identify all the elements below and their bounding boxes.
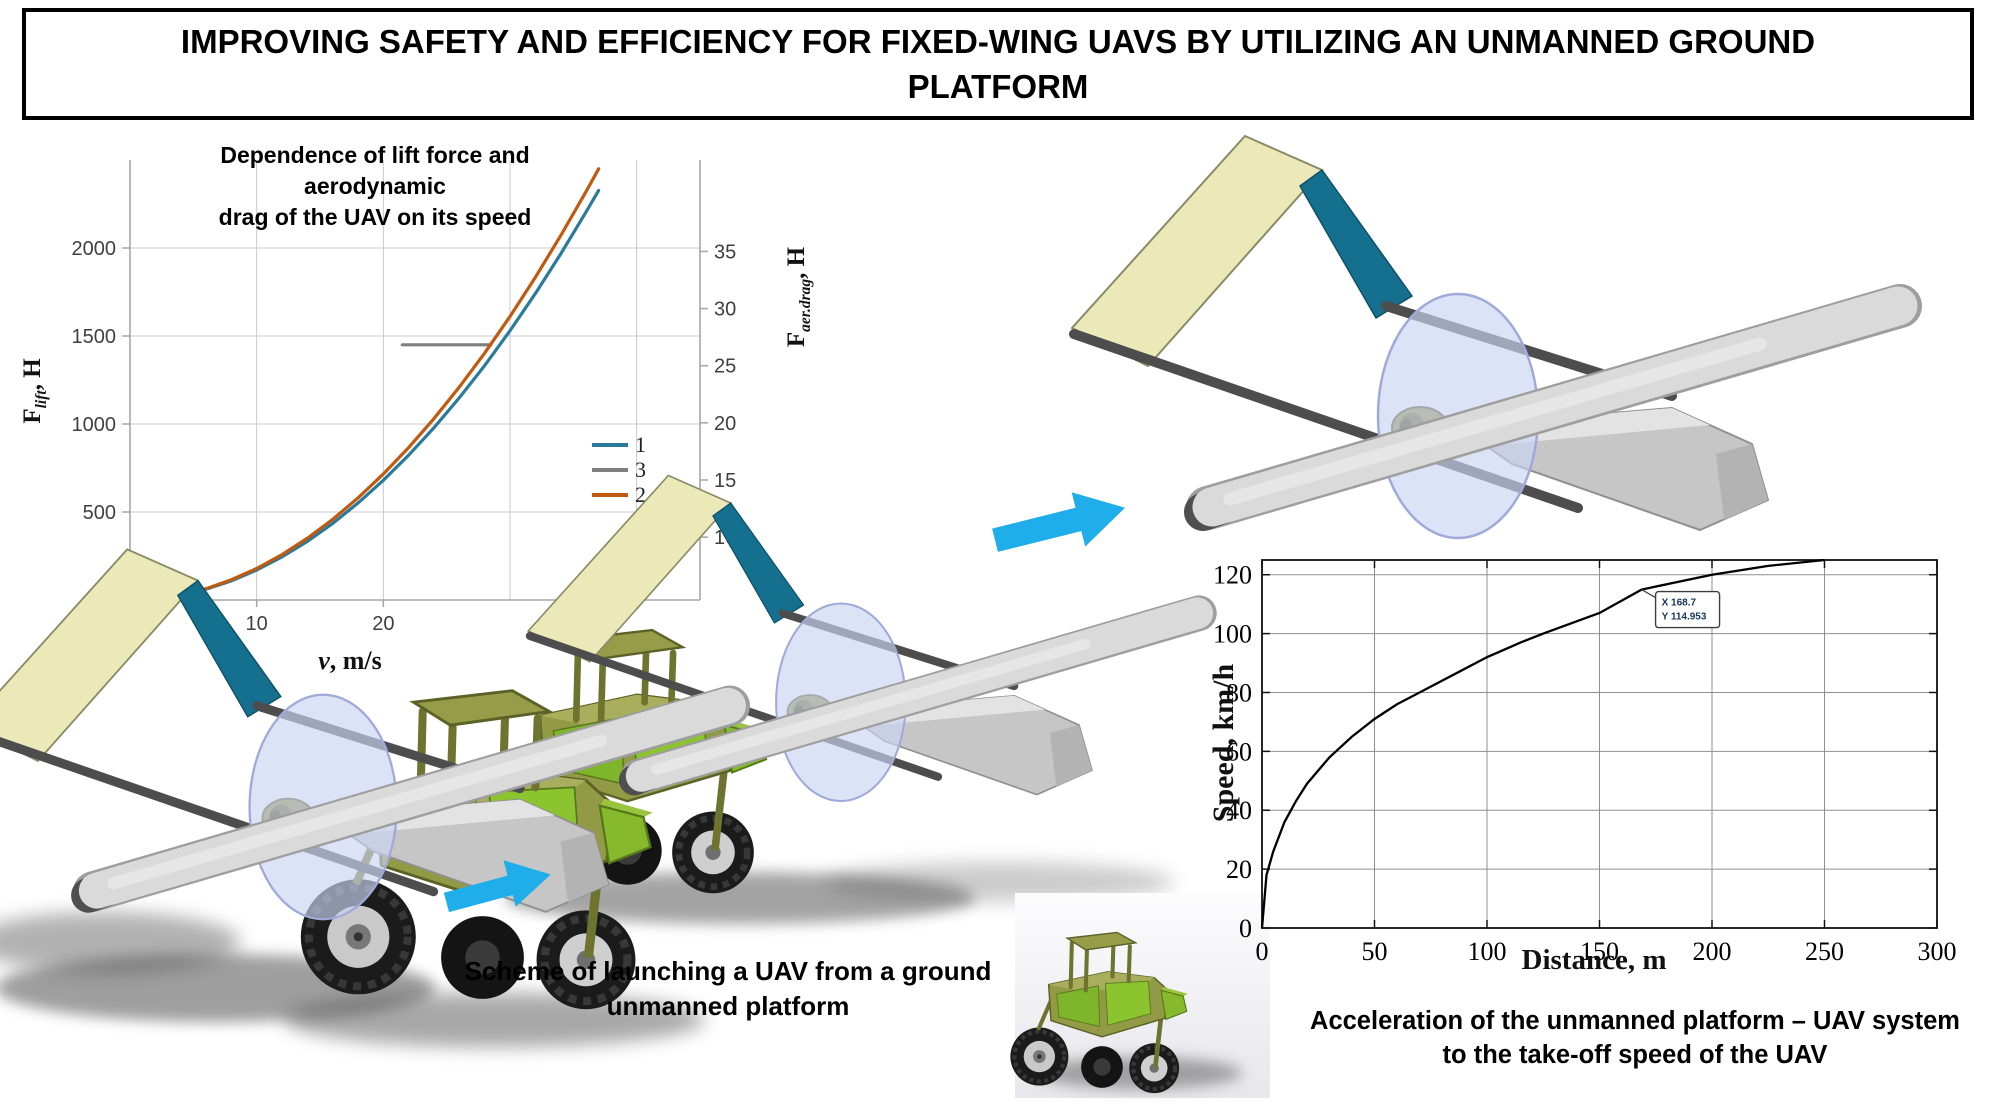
- datatip-anchor: [1641, 589, 1656, 599]
- x-tick-label: 100: [1468, 937, 1507, 966]
- lift-chart-x-label: v, m/s: [318, 646, 382, 675]
- datatip-line: X 168.7: [1662, 598, 1697, 609]
- lift-chart-y-left-label: Flift, H: [19, 358, 50, 424]
- uav-on-platform-render-left: [0, 540, 810, 1047]
- y-tick-label: 120: [1213, 561, 1252, 590]
- y2-tick-label: 15: [714, 470, 736, 492]
- y-tick-label: 40: [1226, 796, 1252, 825]
- y-tick-label: 1000: [72, 414, 117, 436]
- lift-chart-y-right-label: Faer.drag, H: [783, 246, 814, 348]
- legend-label: 1: [635, 431, 646, 457]
- datatip[interactable]: X 168.7 Y 114.953: [1641, 589, 1721, 629]
- legend-label: 3: [635, 456, 646, 482]
- y2-tick-label: 20: [714, 413, 736, 435]
- legend-swatch: [592, 492, 628, 497]
- x-tick-label: 150: [1580, 937, 1619, 966]
- y2-tick-label: 25: [714, 356, 736, 378]
- x-tick-label: 0: [1256, 937, 1269, 966]
- legend-item-2: 2: [592, 482, 702, 507]
- series-2: [128, 167, 601, 602]
- y-tick-label: 500: [83, 502, 116, 524]
- legend-item-3: 3: [592, 457, 702, 482]
- x-tick-label: 20: [372, 613, 394, 635]
- datatip-line: Y 114.953: [1662, 612, 1707, 623]
- legend-swatch: [592, 467, 628, 472]
- y-tick-label: 2000: [72, 238, 117, 260]
- x-tick-label: 10: [246, 613, 268, 635]
- y-tick-label: 80: [1226, 678, 1252, 707]
- caption-acceleration: Acceleration of the unmanned platform – …: [1310, 1007, 1960, 1069]
- accel-chart-y-label: Speed, km/h: [1207, 663, 1240, 823]
- flow-arrow-middle: [992, 492, 1126, 552]
- y-tick-label: 20: [1226, 855, 1252, 884]
- arrow-right-icon: [443, 860, 551, 913]
- y-tick-label: 100: [1213, 620, 1252, 649]
- arrow-right-icon: [992, 492, 1126, 552]
- ground-shadow: [825, 862, 1175, 902]
- lift-drag-chart: 050010001500200001020101520253035: [72, 160, 736, 635]
- poster-title: IMPROVING SAFETY AND EFFICIENCY FOR FIXE…: [180, 23, 1816, 105]
- x-tick-label: 300: [1918, 937, 1957, 966]
- x-tick-label: 50: [1362, 937, 1388, 966]
- ground-shadow: [505, 872, 975, 924]
- y-tick-label: 60: [1226, 737, 1252, 766]
- x-tick-label: 250: [1805, 937, 1844, 966]
- y2-tick-label: 30: [714, 299, 736, 321]
- legend-swatch: [592, 442, 628, 447]
- legend-label: 2: [635, 481, 646, 507]
- x-tick-label: 200: [1693, 937, 1732, 966]
- lift-chart-title: Dependence of lift force and aerodynamic…: [218, 142, 532, 230]
- y2-tick-label: 35: [714, 241, 736, 263]
- accel-chart-x-label: Distance, m: [1521, 944, 1667, 976]
- acceleration-curve: [1260, 558, 1825, 929]
- datatip-box[interactable]: [1654, 590, 1721, 629]
- title-box: IMPROVING SAFETY AND EFFICIENCY FOR FIXE…: [22, 8, 1974, 120]
- caption-launch-scheme: Scheme of launching a UAV from a ground …: [464, 956, 992, 1021]
- uav-on-platform-render-middle: [500, 430, 1220, 924]
- y-tick-label: 1500: [72, 326, 117, 348]
- y-tick-label: 0: [1239, 914, 1252, 943]
- acceleration-chart: 0 50 100 150 200 250 300 0 20 40 60 80 100 120 X 168.7…: [1213, 558, 1957, 966]
- flow-arrow-left: [443, 860, 551, 913]
- platform-render-small: [1015, 893, 1270, 1098]
- legend-item-1: 1: [592, 432, 702, 457]
